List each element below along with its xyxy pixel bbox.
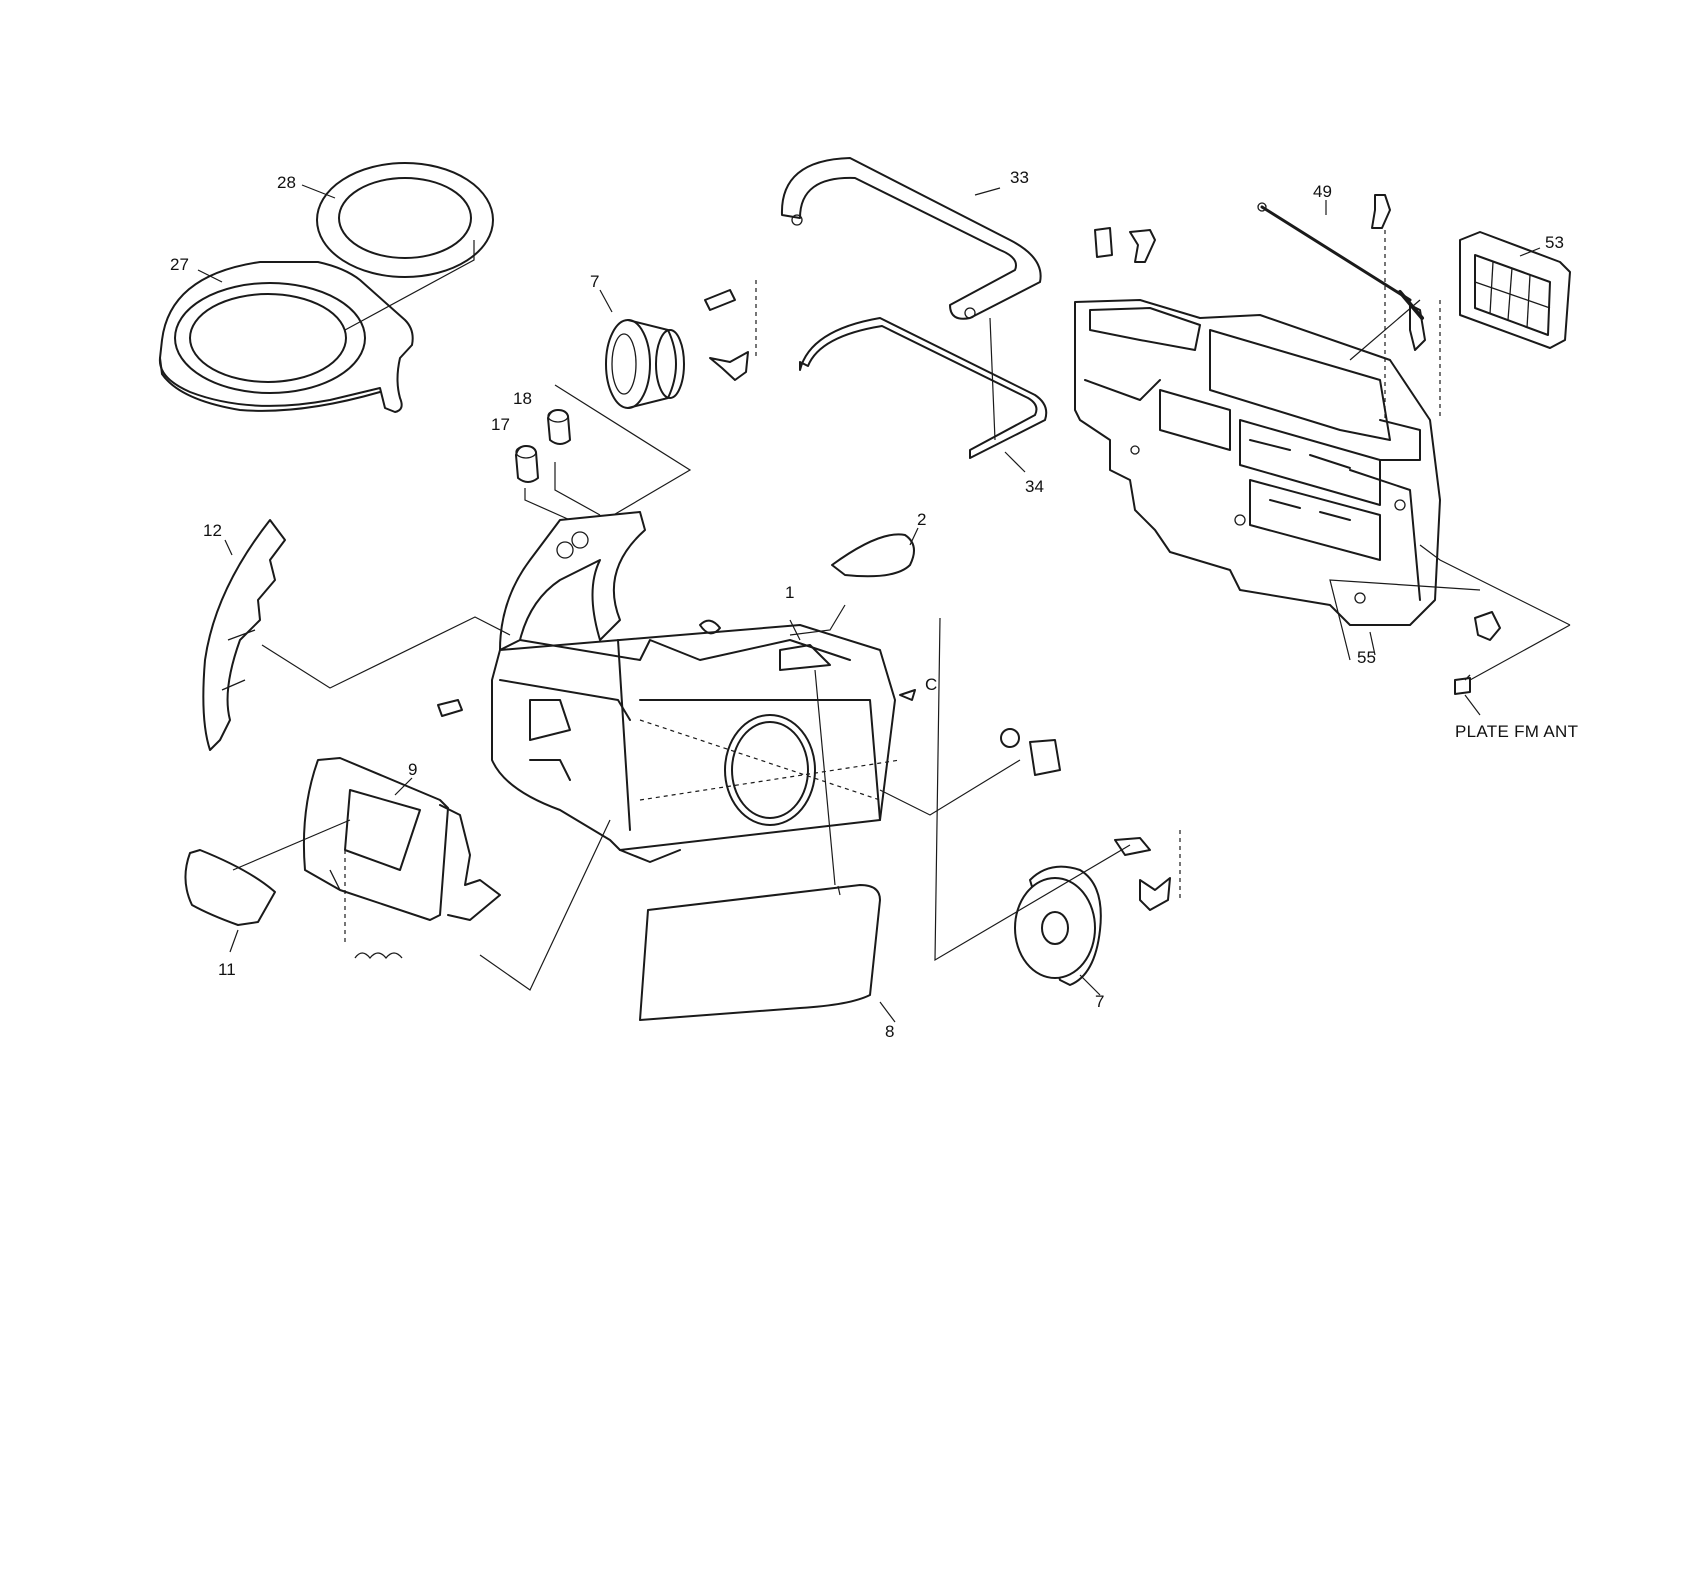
part-11-cassette-window (184, 849, 276, 926)
leader-2 (909, 527, 919, 546)
leader-12 (224, 539, 233, 556)
part-28-speaker-ring (316, 162, 494, 278)
leader-12-housing (261, 616, 511, 689)
part-55-back-chassis (1074, 194, 1441, 626)
leader-8-housing (814, 669, 836, 886)
leader-plate-fm-ant (1464, 694, 1481, 716)
leader-7-top-housing (554, 384, 692, 521)
callout-34: 34 (1025, 477, 1044, 496)
leader-plate-antenna (1469, 624, 1571, 681)
part-49-antenna (1257, 202, 1426, 351)
leader-9-housing (479, 819, 611, 991)
leader-11-door (232, 819, 351, 871)
callout-8: 8 (885, 1022, 894, 1041)
part-7-speaker-bottom (1014, 830, 1181, 986)
part-12-side-panel (202, 519, 286, 751)
callout-9: 9 (408, 760, 417, 779)
leader-1 (789, 619, 801, 641)
leader-9 (394, 777, 413, 796)
callout-2: 2 (917, 510, 926, 529)
leader-7-bottom (1079, 974, 1101, 996)
callout-1: 1 (785, 583, 794, 602)
part-17-knob (515, 445, 539, 483)
part-grommet (1000, 728, 1061, 776)
leader-28-to-27 (344, 240, 475, 331)
part-7-speaker-top (605, 280, 757, 409)
part-plate-fm-ant (1454, 674, 1471, 695)
leader-17 (524, 488, 571, 521)
part-9-spring (354, 952, 403, 960)
leader-grommet (879, 759, 1021, 816)
leader-55 (1369, 631, 1376, 656)
part-53-battery-cover (1459, 231, 1571, 349)
callout-33: 33 (1010, 168, 1029, 187)
part-8-front-grille (639, 884, 881, 1021)
leader-11 (229, 929, 239, 953)
leader-2-housing (789, 604, 846, 636)
leader-7-bottom-housing (934, 617, 1131, 962)
part-2-button-plate (831, 533, 915, 578)
part-34-stand (799, 317, 1048, 459)
callout-55: 55 (1357, 648, 1376, 667)
part-c-screw (899, 689, 916, 701)
part-27-top-cover (158, 261, 414, 413)
leader-55-bracket (1329, 579, 1481, 661)
part-18-knob (547, 409, 571, 445)
callout-18: 18 (513, 389, 532, 408)
leader-34 (1004, 451, 1026, 473)
callout-27: 27 (170, 255, 189, 274)
callout-53: 53 (1545, 233, 1564, 252)
callout-plate-fm-ant: PLATE FM ANT (1455, 722, 1578, 741)
leader-33 (974, 187, 1001, 196)
part-small-clip (437, 699, 463, 717)
callout-11: 11 (218, 960, 236, 979)
callout-12: 12 (203, 521, 222, 540)
callout-49: 49 (1313, 182, 1332, 201)
leader-antenna-chassis (1349, 299, 1421, 361)
leader-18 (554, 462, 601, 516)
callout-7-bottom: 7 (1095, 992, 1104, 1011)
part-1-main-housing (491, 511, 901, 863)
leader-53 (1519, 247, 1541, 257)
callout-c: C (925, 675, 937, 694)
part-bracket (1474, 611, 1501, 641)
part-33-handle (780, 157, 1042, 320)
leader-8 (879, 1001, 896, 1023)
leader-28 (301, 184, 336, 199)
part-9-cassette-door (302, 757, 501, 945)
leader-plate-path (1419, 544, 1571, 626)
leader-27 (197, 269, 223, 283)
callout-28: 28 (277, 173, 296, 192)
leader-7-top (599, 289, 613, 313)
callout-7-top: 7 (590, 272, 599, 291)
callout-17: 17 (491, 415, 510, 434)
